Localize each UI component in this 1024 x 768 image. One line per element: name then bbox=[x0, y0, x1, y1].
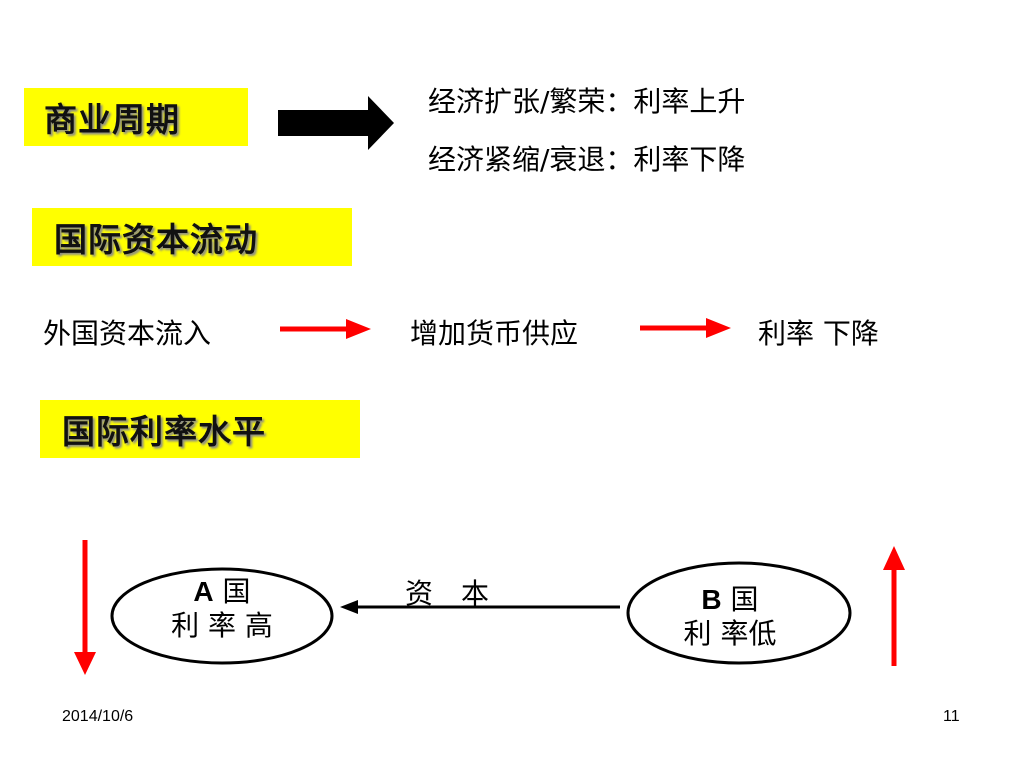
page-number: 11 bbox=[943, 708, 960, 725]
intl-rate-label-box: 国际利率水平 bbox=[40, 400, 360, 458]
country-a-name: A 国 bbox=[193, 575, 251, 608]
capital-flow-label: 国际资本流动 bbox=[54, 220, 258, 259]
footer-date: 2014/10/6 bbox=[62, 708, 134, 725]
business-cycle-label: 商业周期 bbox=[44, 100, 180, 139]
black-block-arrow bbox=[278, 96, 394, 150]
country-b-rate: 利 率低 bbox=[683, 617, 777, 650]
intl-rate-label: 国际利率水平 bbox=[62, 412, 266, 451]
expansion-text: 经济扩张/繁荣：利率上升 bbox=[428, 85, 746, 118]
capital-flow-label-text: 资 本 bbox=[405, 577, 490, 610]
country-a-ellipse bbox=[110, 567, 334, 665]
red-down-arrow bbox=[74, 540, 96, 675]
country-b-ellipse bbox=[626, 561, 852, 665]
rate-decrease-text: 利率 下降 bbox=[758, 317, 879, 350]
capital-flow-arrow bbox=[340, 600, 620, 614]
capital-flow-label-box: 国际资本流动 bbox=[32, 208, 352, 266]
contraction-text: 经济紧缩/衰退：利率下降 bbox=[428, 143, 746, 176]
red-up-arrow bbox=[883, 546, 905, 666]
country-b-text: B 国 利 率低 bbox=[630, 583, 830, 651]
foreign-capital-inflow-text: 外国资本流入 bbox=[43, 317, 212, 350]
country-b-name: B 国 bbox=[701, 583, 759, 616]
business-cycle-label-box: 商业周期 bbox=[24, 88, 248, 146]
money-supply-text: 增加货币供应 bbox=[410, 317, 579, 350]
country-a-text: A 国 利 率 高 bbox=[122, 575, 322, 643]
red-arrow-2 bbox=[640, 318, 731, 338]
red-arrow-1 bbox=[280, 319, 371, 339]
country-a-rate: 利 率 高 bbox=[171, 609, 273, 642]
